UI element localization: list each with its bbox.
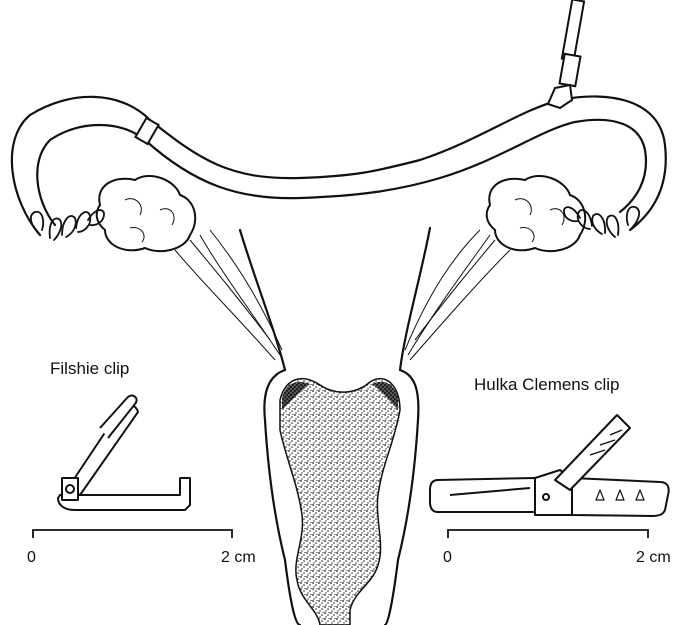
left-scale-start: 0 — [27, 550, 36, 566]
right-scale-bar — [448, 530, 648, 538]
hulka-clip-illustration — [430, 415, 669, 516]
right-broad-ligament — [405, 230, 510, 360]
right-scale-start: 0 — [443, 550, 452, 566]
hulka-clemens-clip-label: Hulka Clemens clip — [474, 376, 620, 393]
left-fimbriae — [31, 210, 104, 240]
filshie-clip-illustration — [58, 396, 190, 510]
left-scale-end: 2 cm — [221, 550, 256, 566]
vaginal-canal — [280, 379, 400, 625]
left-ovary — [97, 176, 195, 251]
filshie-clip-label: Filshie clip — [50, 360, 129, 377]
left-scale-bar — [33, 530, 232, 538]
tube-filshie-clip — [135, 118, 158, 144]
right-scale-end: 2 cm — [636, 550, 671, 566]
left-broad-ligament — [175, 230, 282, 360]
clip-applicator — [548, 0, 584, 108]
right-ovary — [487, 176, 585, 251]
